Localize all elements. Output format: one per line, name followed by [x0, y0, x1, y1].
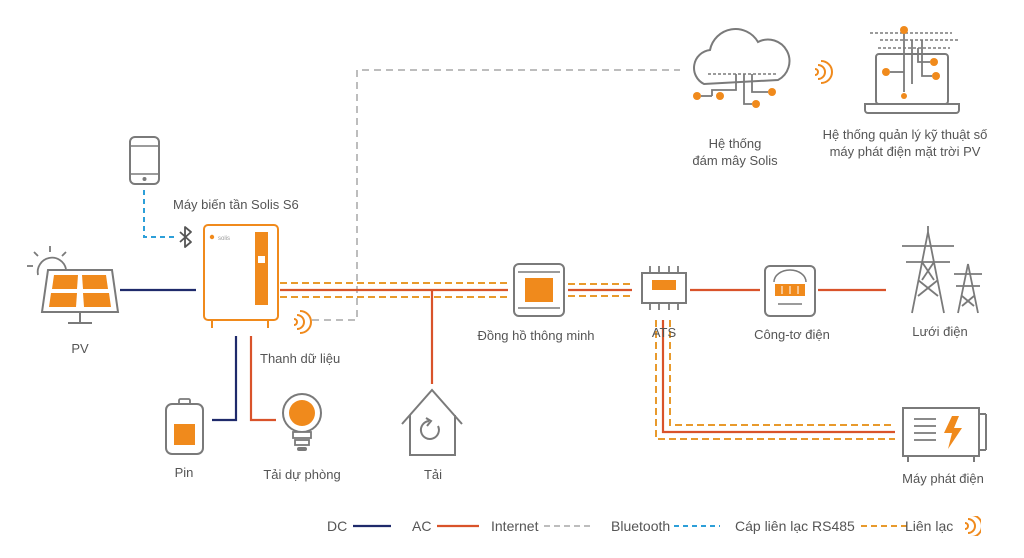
legend-internet: Internet	[491, 516, 596, 536]
legend-bluetooth-swatch	[674, 525, 721, 527]
legend-rs485-swatch	[860, 525, 909, 527]
solar-panel-icon	[40, 269, 120, 324]
phone-icon	[129, 136, 160, 185]
generator-icon	[902, 407, 987, 462]
power-tower-icon	[902, 226, 982, 314]
smart-meter-icon	[513, 263, 565, 317]
legend-ac-swatch	[437, 524, 480, 528]
load-label: Tải	[423, 467, 443, 482]
ac-line-ats-generator	[661, 320, 895, 434]
backup-load-label: Tải dự phòng	[263, 467, 341, 482]
legend-comm-label: Liên lạc	[905, 518, 954, 534]
datalogger-label: Thanh dữ liệu	[260, 351, 341, 366]
wifi-icon	[293, 310, 312, 334]
internet-line	[312, 69, 680, 321]
battery-icon	[165, 398, 204, 455]
legend-ac: AC	[412, 516, 481, 536]
bluetooth-line	[143, 190, 178, 238]
wifi-icon	[964, 516, 982, 536]
legend-dc-label: DC	[327, 518, 348, 534]
bluetooth-icon	[179, 226, 192, 248]
legend-internet-label: Internet	[491, 518, 539, 534]
mgmt-label-line1: Hệ thống quản lý kỹ thuật số	[822, 127, 988, 142]
battery-label: Pin	[174, 465, 194, 480]
ats-icon	[641, 266, 687, 310]
ac-line-backup	[249, 336, 276, 422]
mgmt-label: Hệ thống quản lý kỹ thuật số máy phát đi…	[823, 126, 988, 160]
cloud-label: Hệ thống đám mây Solis	[692, 135, 777, 169]
bulb-icon	[282, 393, 322, 451]
legend-dc: DC	[327, 516, 393, 536]
inverter-label: Máy biến tần Solis S6	[173, 197, 299, 212]
legend-comm: Liên lạc	[905, 516, 982, 536]
mgmt-label-line2: máy phát điện mặt trời PV	[829, 144, 981, 159]
legend-rs485-label: Cáp liên lạc RS485	[735, 518, 855, 534]
ats-label: ATS	[651, 325, 677, 340]
dc-line-battery	[212, 336, 238, 422]
legend-ac-label: AC	[412, 518, 432, 534]
energy-meter-label: Công-tơ điện	[754, 327, 830, 342]
laptop-icon	[864, 26, 960, 114]
generator-label: Máy phát điện	[902, 471, 984, 486]
legend-dc-swatch	[353, 524, 392, 528]
sun-icon	[27, 246, 67, 276]
legend-bluetooth-label: Bluetooth	[611, 518, 671, 534]
pv-label: PV	[71, 341, 89, 356]
cloud-icon	[693, 28, 791, 108]
cloud-label-line2: đám mây Solis	[692, 153, 778, 168]
legend-rs485: Cáp liên lạc RS485	[735, 516, 911, 536]
comm-line-ats-generator-a	[655, 320, 895, 440]
grid-label: Lưới điện	[912, 324, 968, 339]
inverter-icon: solis	[203, 224, 279, 328]
inverter-brand: solis	[218, 236, 230, 242]
comm-line-ats-generator-b	[669, 320, 895, 426]
cloud-label-line1: Hệ thống	[708, 136, 762, 151]
smart-meter-label: Đồng hồ thông minh	[477, 328, 595, 343]
legend-bluetooth: Bluetooth	[611, 516, 722, 536]
house-icon	[401, 388, 463, 456]
energy-meter-icon	[764, 265, 816, 317]
wifi-icon	[814, 60, 833, 84]
legend-internet-swatch	[544, 525, 595, 527]
